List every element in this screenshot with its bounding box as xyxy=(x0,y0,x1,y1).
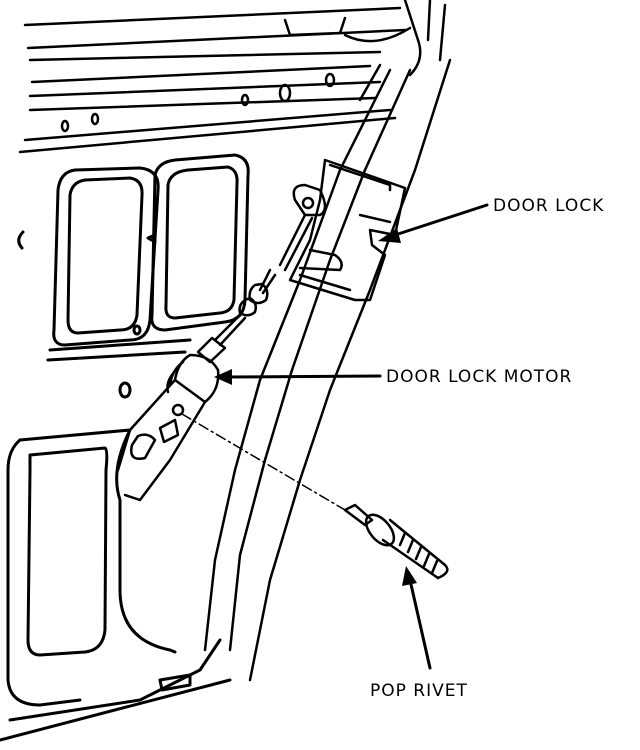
door-lock-motor-arrowhead xyxy=(214,369,232,385)
door-lock-leader xyxy=(390,203,489,238)
door-lock-arrowhead xyxy=(378,228,401,243)
lower-openings xyxy=(0,428,232,742)
door-top-flange xyxy=(18,0,447,154)
door-lock-motor xyxy=(116,268,277,502)
pop-rivet-leader xyxy=(408,578,432,670)
label-door-lock-motor: DOOR LOCK MOTOR xyxy=(386,367,573,387)
pop-rivet xyxy=(343,503,449,580)
door-inner-panel xyxy=(0,0,452,742)
label-pop-rivet: POP RIVET xyxy=(370,681,468,701)
window-guide-channel xyxy=(203,58,452,682)
callout-arrows xyxy=(214,203,489,670)
door-lock-assembly xyxy=(278,158,407,302)
pop-rivet-arrowhead xyxy=(402,566,417,586)
upper-openings xyxy=(17,153,250,399)
label-door-lock: DOOR LOCK xyxy=(493,196,605,216)
rivet-alignment-line xyxy=(181,413,346,511)
door-lock-motor-leader xyxy=(226,374,382,379)
